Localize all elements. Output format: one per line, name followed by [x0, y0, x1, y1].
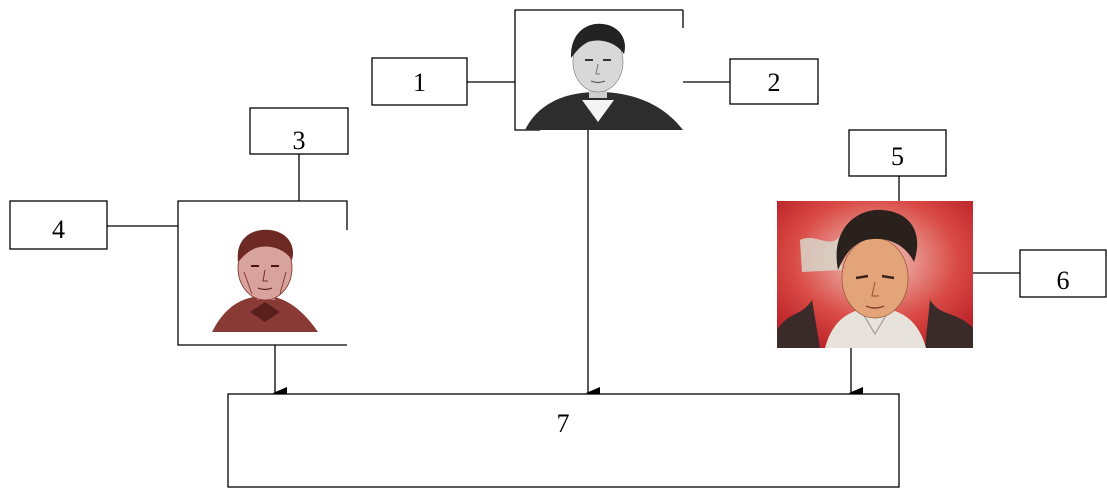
box-4: 4 — [9, 200, 108, 250]
portrait-right-icon — [777, 201, 973, 348]
portrait-left-icon — [212, 229, 318, 332]
box-6: 6 — [1019, 249, 1107, 298]
box-2: 2 — [729, 58, 819, 105]
box-5-label: 5 — [891, 142, 904, 171]
box-5: 5 — [848, 129, 947, 177]
left-portrait-frame — [177, 200, 348, 346]
box-3-label: 3 — [293, 126, 306, 155]
box-6-label: 6 — [1057, 266, 1070, 295]
box-2-label: 2 — [768, 68, 781, 97]
box-7-label: 7 — [557, 409, 570, 438]
box-1: 1 — [371, 57, 468, 106]
box-1-label: 1 — [413, 68, 426, 97]
box-7: 7 — [227, 393, 900, 488]
box-4-label: 4 — [52, 215, 65, 244]
portrait-center-icon — [525, 23, 683, 130]
box-3: 3 — [249, 107, 349, 155]
